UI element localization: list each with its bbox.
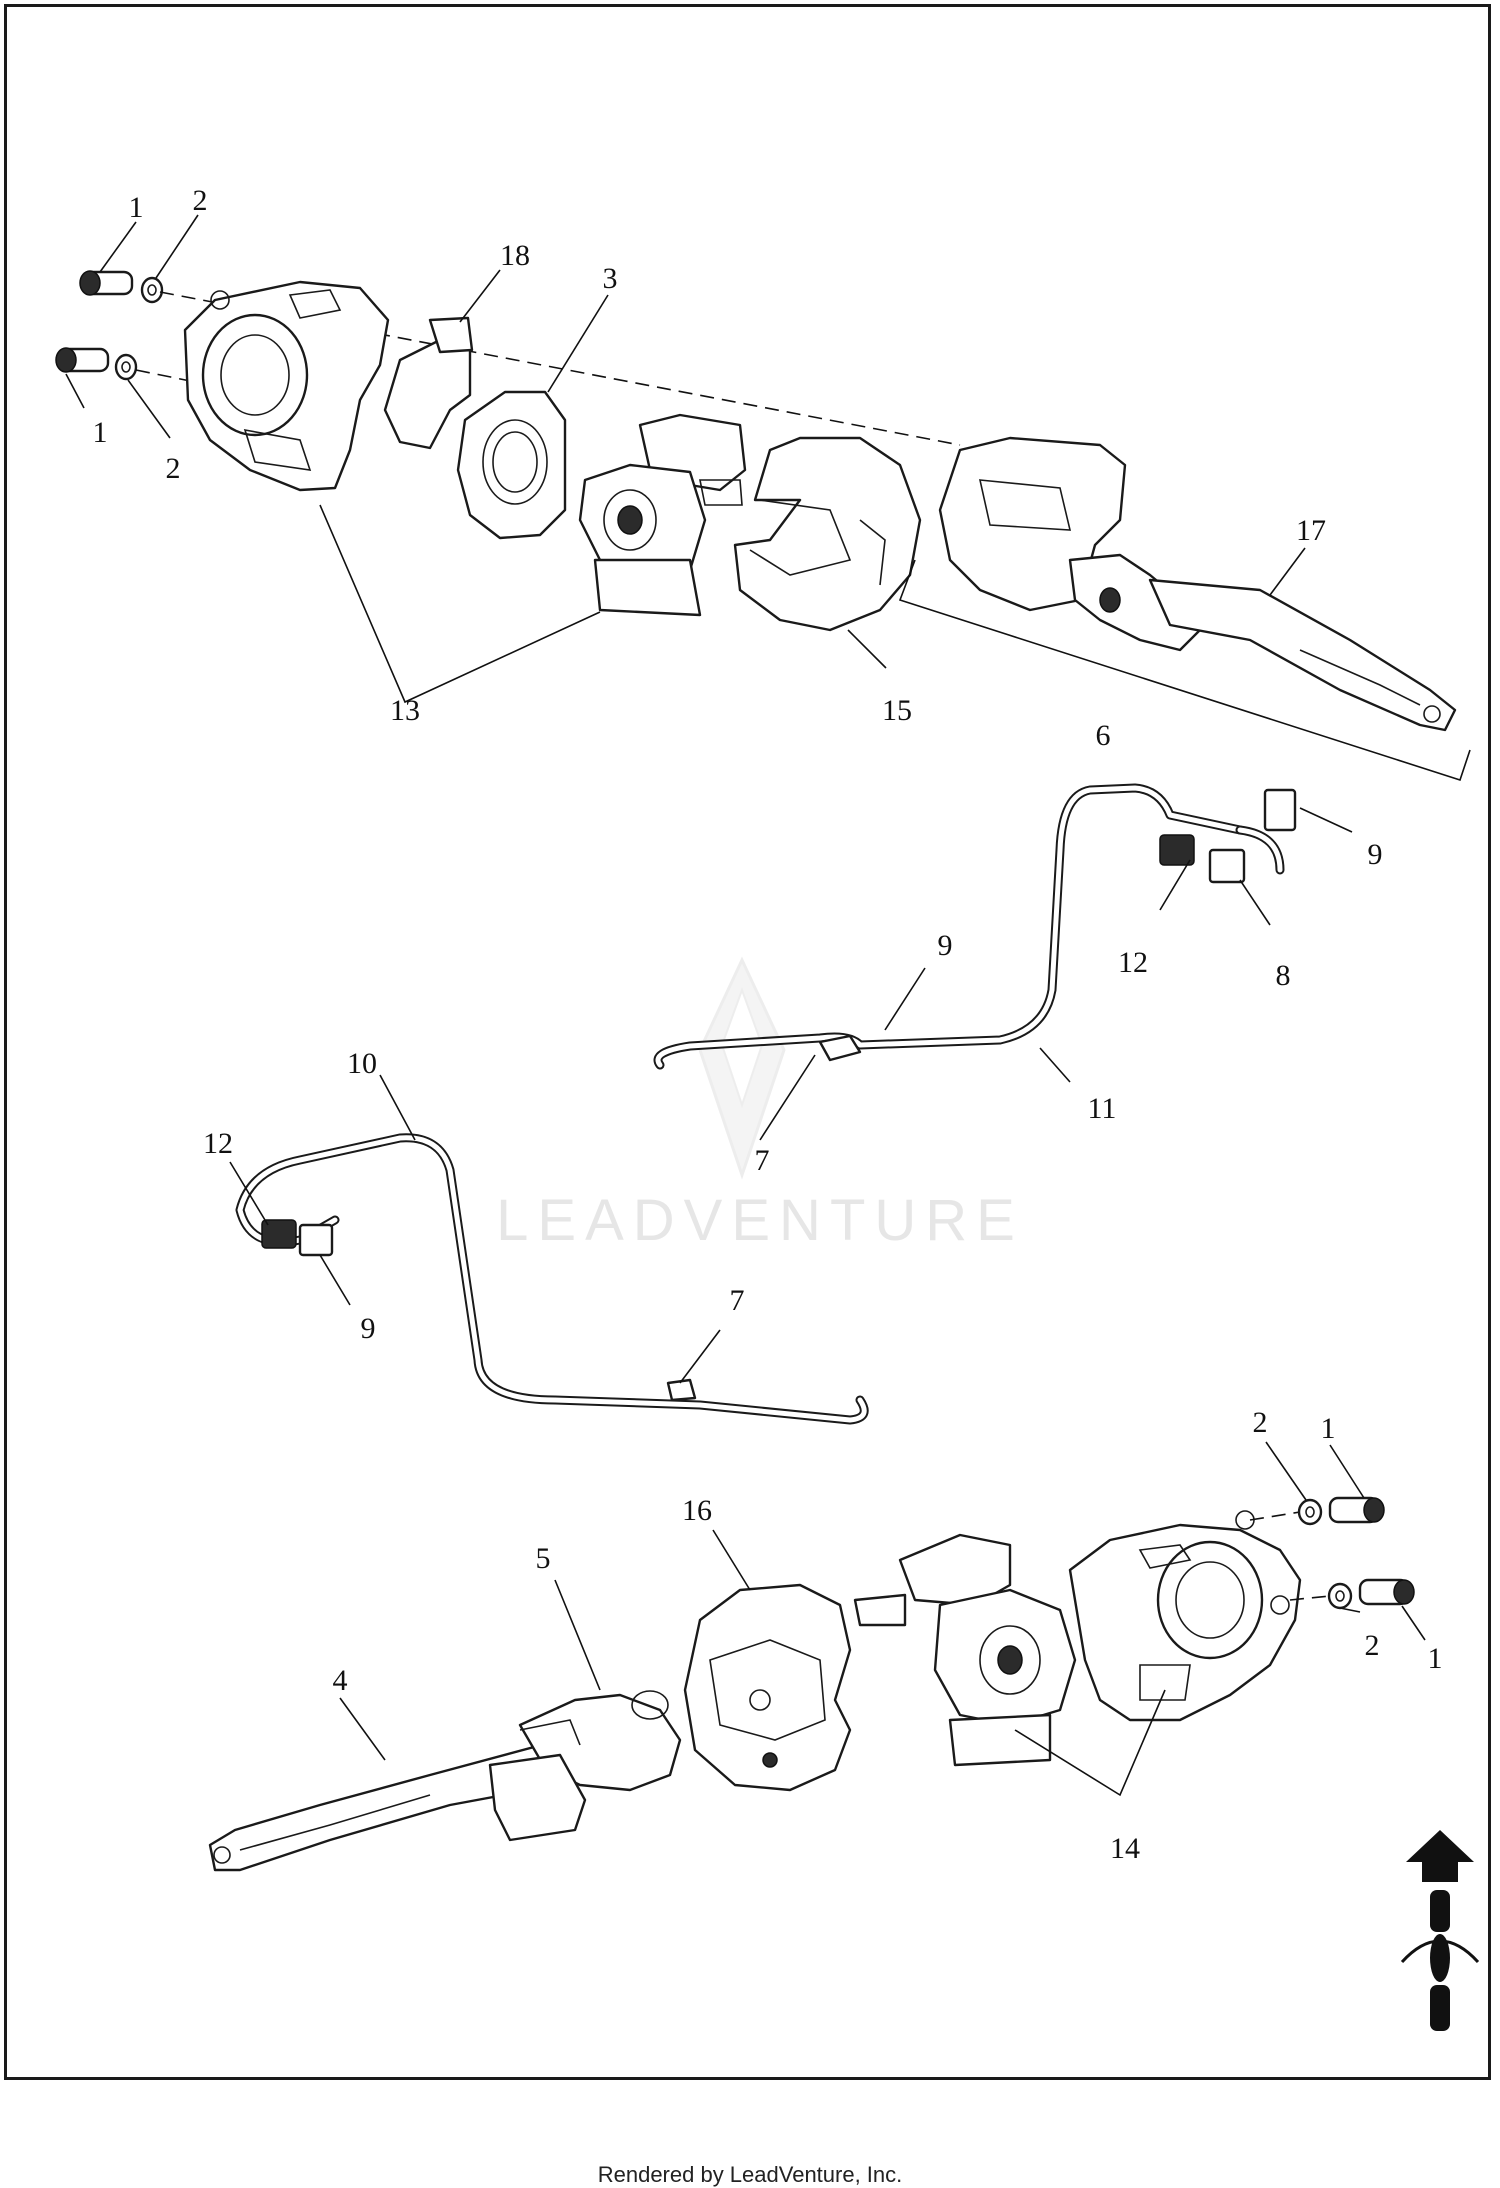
callout-2d: 2 <box>1365 1629 1380 1662</box>
callout-9a: 9 <box>1368 838 1383 871</box>
washer-2a <box>140 276 164 304</box>
clutch-master-6 <box>938 436 1202 652</box>
callout-14: 14 <box>1110 1832 1140 1865</box>
callout-labels: 1 2 18 3 1 2 17 13 15 6 9 12 8 9 11 7 10… <box>93 184 1443 1865</box>
watermark-text: LEADVENTURE <box>496 1188 1024 1253</box>
callout-1a: 1 <box>129 191 144 224</box>
callout-13: 13 <box>390 694 420 727</box>
screw-1c <box>1328 1496 1385 1524</box>
leader-lines <box>65 214 1471 1797</box>
bracket-18 <box>383 316 474 450</box>
footer-credit: Rendered by LeadVenture, Inc. <box>597 2162 903 2187</box>
switch-module <box>578 413 747 617</box>
washer-2d <box>1327 1582 1353 1610</box>
screw-1d <box>1358 1578 1415 1606</box>
switch-module-right <box>853 1533 1077 1767</box>
lower-housing-15 <box>733 436 922 632</box>
callout-12a: 12 <box>1118 946 1148 979</box>
callout-8: 8 <box>1276 959 1291 992</box>
switch-ring-3 <box>456 390 567 540</box>
washer-2c <box>1297 1498 1323 1526</box>
callout-10: 10 <box>347 1047 377 1080</box>
washer-2b <box>114 353 138 381</box>
connector-12-left <box>261 1219 297 1249</box>
screw-1a <box>79 270 134 296</box>
callout-16: 16 <box>682 1494 712 1527</box>
callout-12b: 12 <box>203 1127 233 1160</box>
upper-housing-14 <box>1068 1510 1302 1722</box>
callout-15: 15 <box>882 694 912 727</box>
callout-4: 4 <box>333 1664 348 1697</box>
callout-11: 11 <box>1088 1092 1117 1125</box>
callout-5: 5 <box>536 1542 551 1575</box>
callout-1d: 1 <box>1428 1642 1443 1675</box>
connector-9-left <box>298 1223 334 1257</box>
callout-7b: 7 <box>730 1284 745 1317</box>
motorcycle-forward-arrow-icon <box>1400 1830 1480 2031</box>
diagram-frame <box>4 4 1491 2080</box>
connector-8 <box>1208 848 1246 884</box>
lower-housing-16 <box>683 1583 852 1792</box>
connector-12-right <box>1159 834 1195 866</box>
harness-11 <box>653 783 1297 1070</box>
callout-2c: 2 <box>1253 1406 1268 1439</box>
callout-7a: 7 <box>755 1144 770 1177</box>
screw-1b <box>55 347 110 373</box>
harness-10 <box>235 1133 869 1425</box>
upper-switch-assembly <box>55 270 1457 732</box>
callout-9b: 9 <box>938 929 953 962</box>
connector-9-right <box>1235 788 1297 875</box>
callout-18: 18 <box>500 239 530 272</box>
callout-1c: 1 <box>1321 1412 1336 1445</box>
callout-3: 3 <box>603 262 618 295</box>
callout-6: 6 <box>1096 719 1111 752</box>
watermark-logo-icon <box>698 956 786 1180</box>
upper-housing-13 <box>183 280 390 492</box>
callout-1b: 1 <box>93 416 108 449</box>
callout-9c: 9 <box>361 1312 376 1345</box>
brake-master-5 <box>488 1690 682 1842</box>
clutch-lever-17 <box>1148 578 1457 732</box>
callout-17: 17 <box>1296 514 1326 547</box>
lower-switch-assembly <box>208 1496 1415 1872</box>
callout-2b: 2 <box>166 452 181 485</box>
callout-2a: 2 <box>193 184 208 217</box>
